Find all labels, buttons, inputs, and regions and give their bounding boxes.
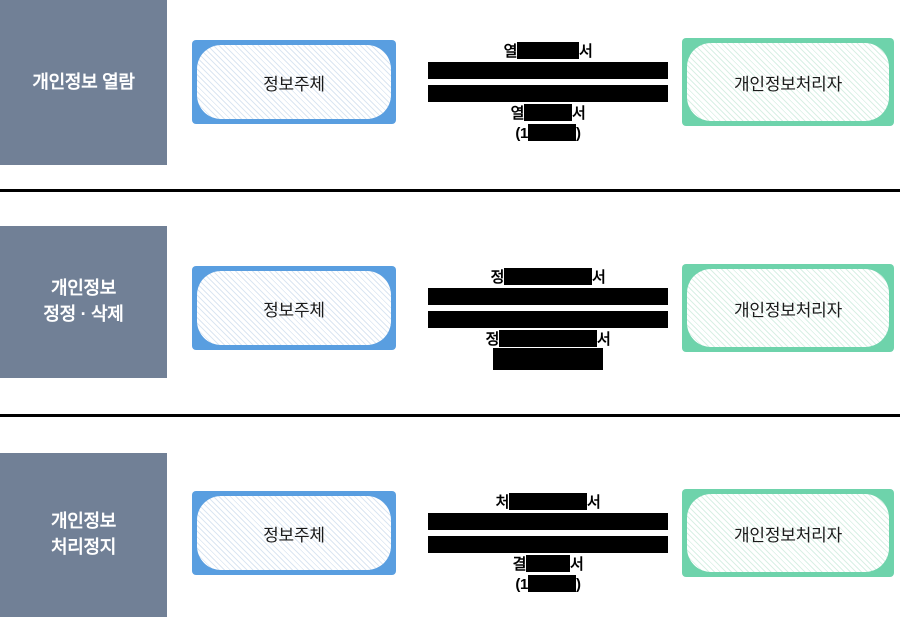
- flow-suffix: 서: [587, 494, 601, 511]
- party-label-data-subject: 정보주체: [263, 525, 325, 545]
- redaction-bar: [509, 493, 587, 510]
- party-box-controller-correction: 개인정보처리자: [682, 264, 894, 352]
- flow-suffix: 서: [597, 331, 611, 348]
- party-label-data-subject: 정보주체: [263, 300, 325, 320]
- category-label-correction: 개인정보 정정 · 삭제: [43, 278, 124, 324]
- party-label-controller: 개인정보처리자: [733, 300, 843, 320]
- section-divider-2: [0, 414, 900, 417]
- flow-prefix: 정: [490, 269, 505, 286]
- redaction-bar: [527, 123, 576, 141]
- flow-note-suffix: ): [575, 575, 581, 593]
- arrow-backward-correction: [428, 311, 668, 328]
- redaction-bar: [504, 268, 592, 285]
- flow-note-prefix: (1: [515, 124, 528, 142]
- arrow-forward-correction: [428, 288, 668, 305]
- flow-suffix: 서: [572, 105, 586, 122]
- party-label-controller: 개인정보처리자: [733, 74, 843, 94]
- party-label-data-subject: 정보주체: [263, 74, 325, 94]
- hatch-fill: [687, 43, 889, 121]
- category-label-suspension: 개인정보 처리정지: [50, 511, 117, 557]
- arrow-forward-access: [428, 62, 668, 79]
- party-label-controller: 개인정보처리자: [733, 525, 843, 545]
- flow-note-backward-suspension: (1): [428, 574, 668, 595]
- party-box-data-subject-correction: 정보주체: [192, 266, 396, 350]
- hatch-fill: [687, 494, 889, 572]
- party-box-controller-access: 개인정보처리자: [682, 38, 894, 126]
- flow-suffix: 서: [592, 269, 606, 286]
- party-box-controller-suspension: 개인정보처리자: [682, 489, 894, 577]
- category-block-suspension: 개인정보 처리정지: [0, 453, 167, 617]
- hatch-fill: [197, 45, 391, 119]
- arrow-backward-access: [428, 85, 668, 102]
- redaction-bar: [499, 330, 597, 347]
- arrow-backward-suspension: [428, 536, 668, 553]
- category-label-access: 개인정보 열람: [32, 71, 135, 92]
- hatch-fill: [687, 269, 889, 347]
- redaction-block-correction-note: [493, 348, 603, 370]
- flow-suffix: 서: [570, 556, 584, 573]
- party-box-data-subject-suspension: 정보주체: [192, 491, 396, 575]
- redaction-bar: [517, 42, 579, 59]
- flow-prefix: 열: [503, 43, 518, 60]
- flow-prefix: 정: [485, 331, 500, 348]
- section-divider-1: [0, 189, 900, 192]
- flow-suffix: 서: [579, 43, 593, 60]
- flow-prefix: 열: [510, 105, 525, 122]
- party-box-data-subject-access: 정보주체: [192, 40, 396, 124]
- flow-note-prefix: (1: [515, 575, 528, 593]
- flow-prefix: 처: [495, 494, 510, 511]
- flow-prefix: 결: [512, 556, 527, 573]
- redaction-bar: [524, 104, 572, 121]
- redaction-bar: [526, 555, 570, 572]
- hatch-fill: [197, 496, 391, 570]
- flow-note-suffix: ): [575, 124, 581, 142]
- category-block-correction: 개인정보 정정 · 삭제: [0, 226, 167, 378]
- redaction-bar: [527, 574, 576, 592]
- arrow-forward-suspension: [428, 513, 668, 530]
- flow-note-backward-access: (1): [428, 123, 668, 144]
- hatch-fill: [197, 271, 391, 345]
- category-block-access: 개인정보 열람: [0, 0, 167, 165]
